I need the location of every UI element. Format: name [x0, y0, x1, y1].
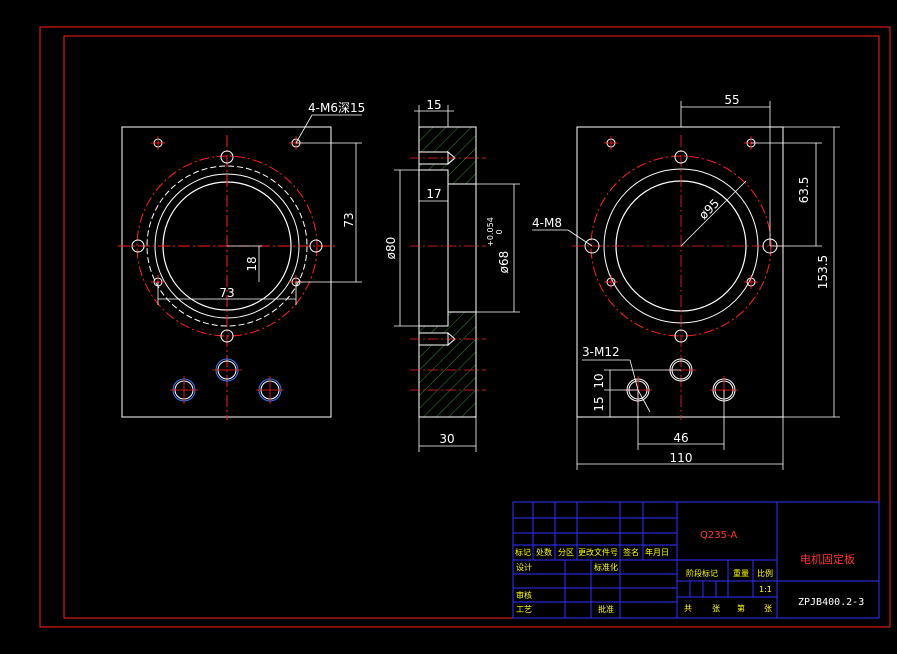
side-outline: [418, 126, 477, 418]
tb-sheets: 张: [712, 604, 720, 613]
side-dim-80: ø80: [384, 237, 398, 260]
front-callout-m6: 4-M6深15: [308, 101, 365, 115]
side-hatch-flange-bottom: [448, 312, 476, 326]
tb-part-name: 电机固定板: [800, 552, 855, 566]
tb-header-3: 更改文件号: [578, 547, 618, 557]
rear-callout-m8: 4-M8: [532, 216, 562, 230]
tb-header-0: 标记: [515, 547, 531, 557]
side-dim-tolerance: +0.0540: [486, 217, 504, 247]
tb-process: 工艺: [516, 605, 532, 614]
side-dim-15: 15: [426, 98, 441, 112]
front-dim-18: 18: [245, 256, 259, 271]
tb-total: 共: [684, 604, 692, 613]
front-dim-73-horizontal: 73: [219, 286, 234, 300]
rear-dim-63-5: 63.5: [797, 177, 811, 204]
tb-standard: 标准化: [594, 562, 618, 572]
inner-frame: [63, 35, 880, 619]
rear-dim-55: 55: [724, 93, 739, 107]
rear-dim-46: 46: [673, 431, 688, 445]
rear-plate-outline: [576, 126, 784, 418]
outer-frame: [39, 26, 891, 628]
tb-material: Q235-A: [700, 530, 737, 541]
tb-stage-mark: 阶段标记: [686, 568, 718, 578]
tb-header-1: 处数: [536, 547, 552, 557]
rear-dim-110: 110: [670, 451, 693, 465]
tb-header-5: 年月日: [645, 547, 669, 557]
title-block: 标记 处数 分区 更改文件号 签名 年月日 设计 标准化 审核 工艺 批准 Q2…: [512, 501, 880, 619]
tb-sheet-unit: 张: [764, 604, 772, 613]
tb-approve: 批准: [598, 604, 614, 614]
rear-dim-153-5: 153.5: [816, 255, 830, 289]
rear-callout-m12: 3-M12: [582, 345, 620, 359]
side-dim-17: 17: [426, 187, 441, 201]
tb-scale-value: 1:1: [759, 585, 772, 594]
front-view: 4-M6深15 73 73 18: [118, 101, 365, 420]
tb-weight: 重量: [733, 568, 749, 578]
tb-sheet: 第: [737, 603, 745, 613]
rear-dim-10: 10: [592, 373, 606, 388]
tb-design: 设计: [516, 562, 532, 572]
side-view: 15 17 ø80 ø68 +0.0540 30: [384, 98, 520, 452]
rear-dim-15: 15: [592, 396, 606, 411]
front-dim-73-vertical: 73: [342, 212, 356, 227]
side-dim-30: 30: [439, 432, 454, 446]
tb-header-4: 签名: [623, 547, 639, 557]
side-dim-68: ø68: [497, 251, 511, 274]
side-hatch-flange-top: [448, 170, 476, 184]
tb-review: 审核: [516, 590, 532, 600]
tb-header-2: 分区: [558, 548, 574, 557]
tb-drawing-no: ZPJB400.2-3: [798, 597, 864, 608]
rear-view: 55 ø95 4-M8 3-M12 63.5 153.5 10 15 46 11…: [532, 93, 840, 470]
tb-scale: 比例: [757, 568, 773, 578]
